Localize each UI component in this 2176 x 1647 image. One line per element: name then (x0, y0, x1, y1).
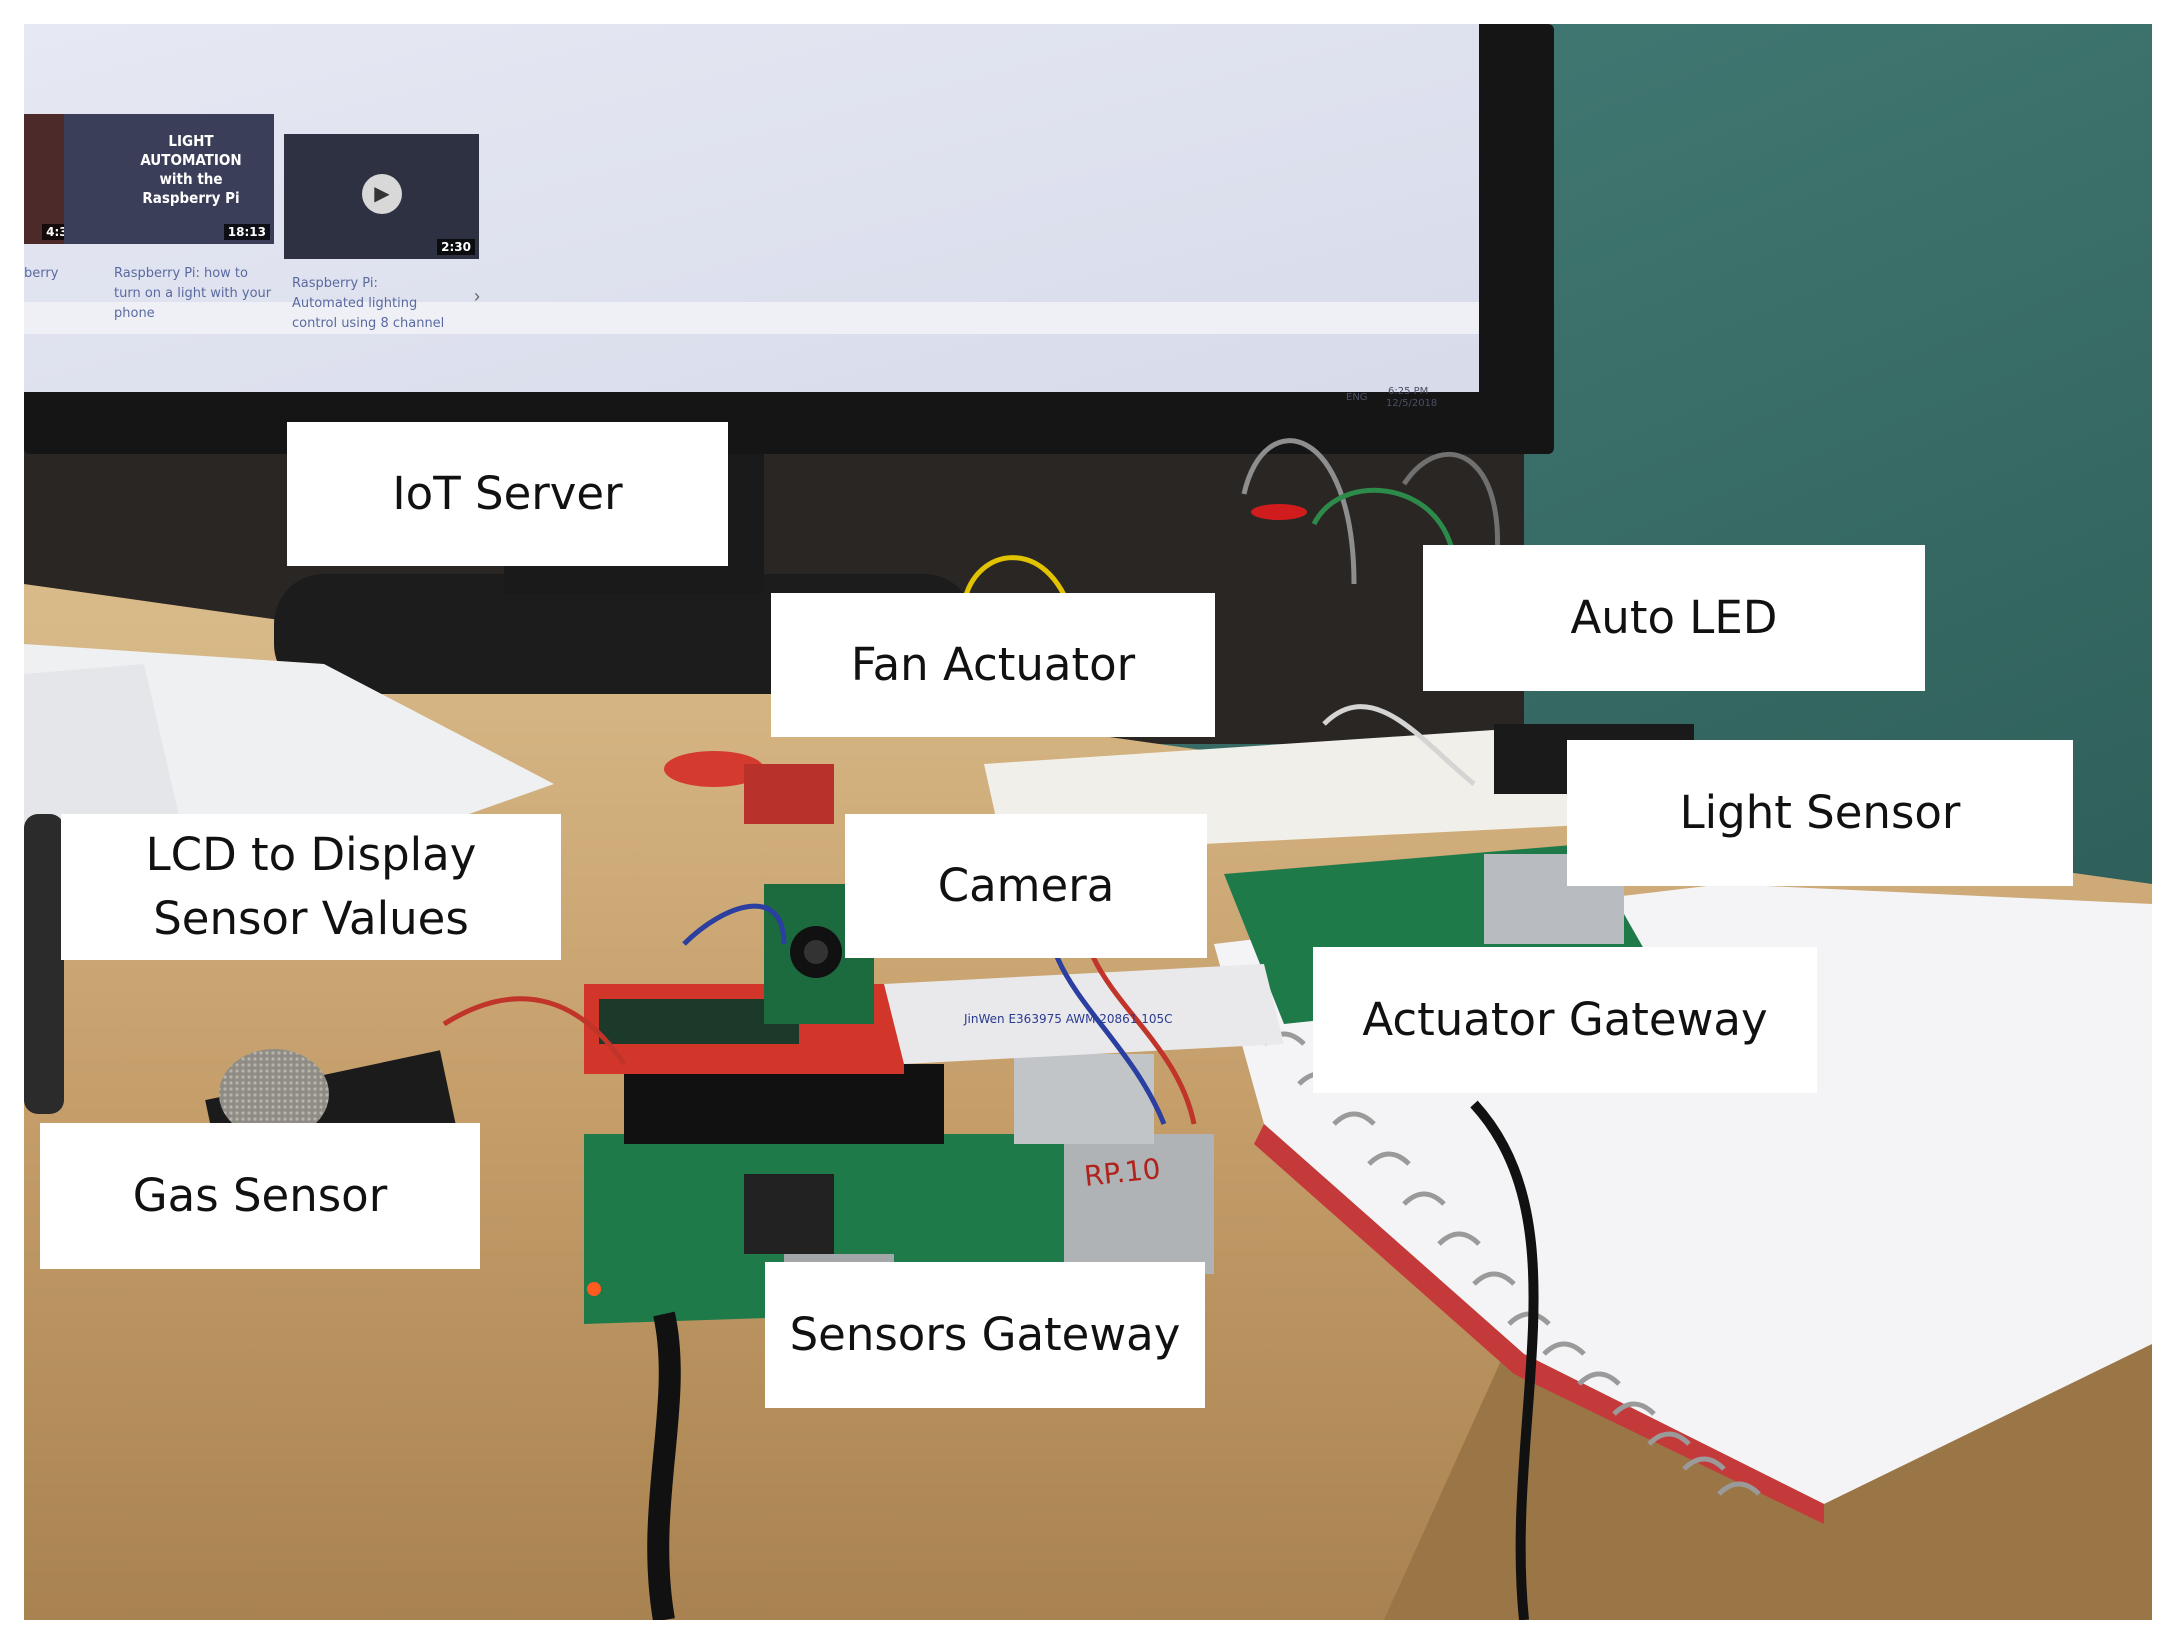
video-title: Raspberry Pi: how to turn on a light wit… (114, 266, 272, 321)
play-icon: ▶ (362, 174, 402, 214)
label-actuator-gateway: Actuator Gateway (1313, 947, 1817, 1093)
video-title: berry (24, 266, 59, 281)
label-iot-server: IoT Server (287, 422, 728, 566)
thumbnail-caption: LIGHT AUTOMATION with the Raspberry Pi (140, 132, 242, 207)
video-title: Raspberry Pi: Automated lighting control… (292, 276, 445, 331)
video-duration: 2:30 (437, 239, 475, 255)
video-thumbnail: ▶ 2:30 (284, 134, 479, 259)
taskbar (24, 302, 1479, 334)
label-auto-led: Auto LED (1423, 545, 1925, 691)
gpio-header (624, 1064, 944, 1144)
tray-date: 12/5/2018 (1386, 398, 1438, 409)
label-lcd-display: LCD to Display Sensor Values (61, 814, 561, 960)
tray-language: ENG (1346, 392, 1368, 403)
label-light-sensor: Light Sensor (1567, 740, 2073, 886)
tray-time: 6:25 PM (1388, 386, 1429, 397)
notebook-edge (1254, 1124, 1824, 1524)
ethernet-port (1064, 1134, 1214, 1274)
status-led (587, 1282, 601, 1296)
fan-motor-board (744, 764, 834, 824)
label-sensors-gateway: Sensors Gateway (765, 1262, 1205, 1408)
video-thumbnail: LIGHT AUTOMATION with the Raspberry Pi 1… (64, 114, 274, 244)
phone-edge (24, 814, 64, 1114)
usb-ports (1014, 1054, 1154, 1144)
fan-blade (664, 751, 764, 787)
cable-brand: JinWen (964, 1012, 1005, 1026)
gas-sensor-mesh (219, 1049, 329, 1139)
chevron-right-icon: › (474, 286, 480, 306)
black-cable (1470, 1100, 1539, 1620)
notebook-spiral (1262, 1031, 1761, 1496)
label-fan-actuator: Fan Actuator (771, 593, 1215, 737)
monitor-screen-content: 4:39 berry LIGHT AUTOMATION with the Ras… (24, 24, 1479, 409)
soc-chip (744, 1174, 834, 1254)
cable-spec: AWM 20861 105C (1065, 1012, 1173, 1026)
video-duration: 18:13 (223, 224, 270, 240)
ribbon-cable-print: JinWen E363975 AWM 20861 105C (964, 1012, 1173, 1026)
label-camera: Camera (845, 814, 1207, 958)
cable-code: E363975 (1008, 1012, 1062, 1026)
power-light (1251, 504, 1307, 520)
label-gas-sensor: Gas Sensor (40, 1123, 480, 1269)
power-cable (647, 1311, 681, 1620)
ribbon-cable (884, 964, 1284, 1064)
